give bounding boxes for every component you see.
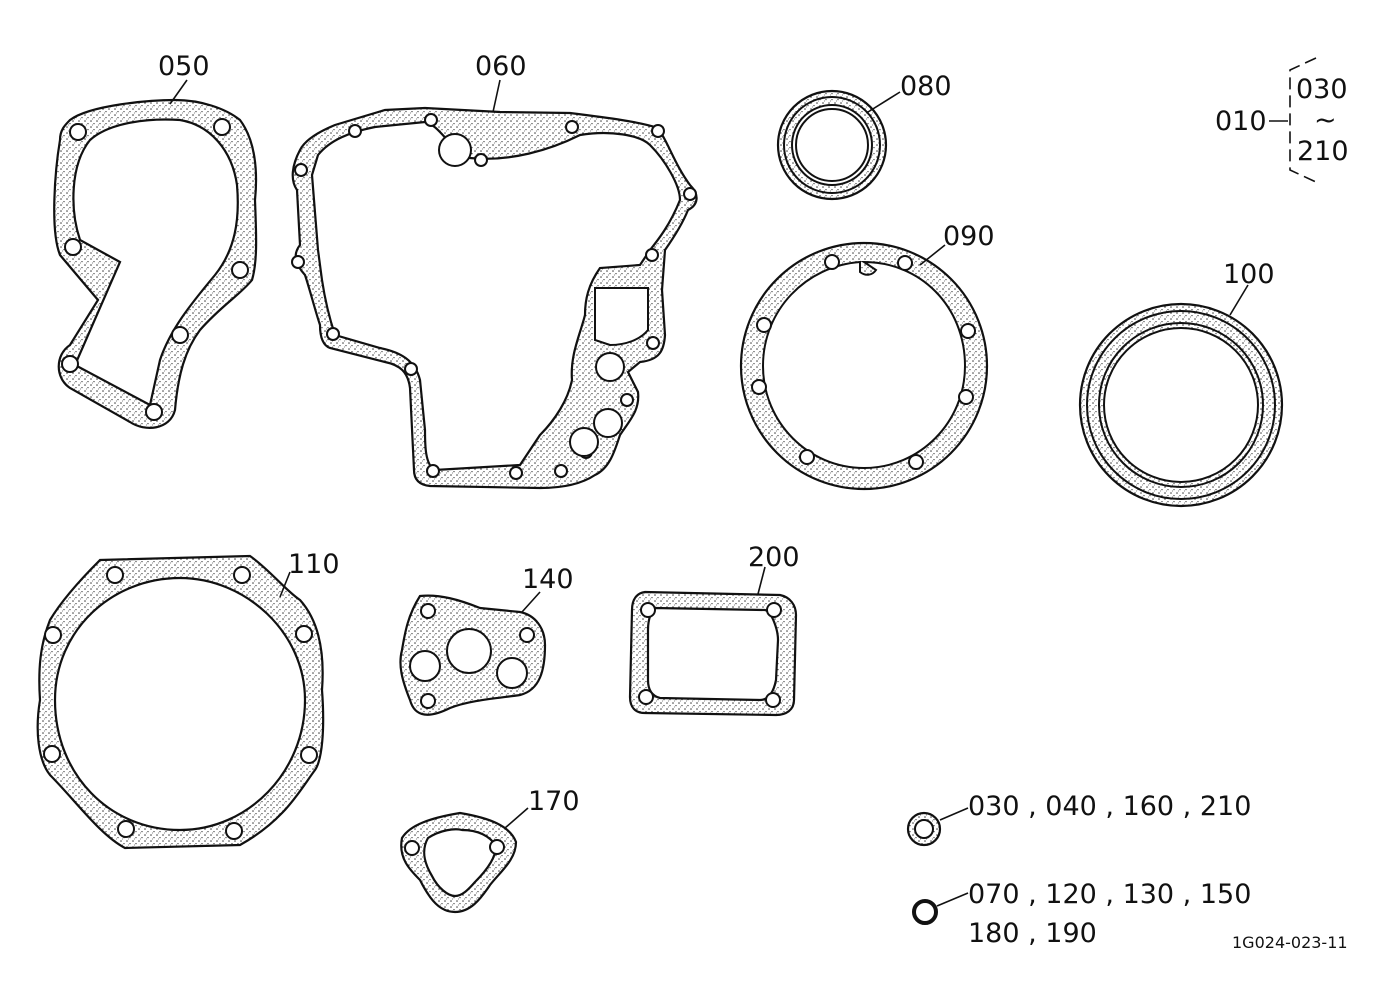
gasket-050: 050 [53,51,258,429]
gasket-140: 140 [399,564,574,716]
label-060: 060 [475,51,527,82]
label-kit-parent: 010 [1215,106,1267,137]
label-080: 080 [900,71,952,102]
label-050: 050 [158,51,210,82]
label-140: 140 [522,564,574,595]
legend-oring-parts-line2: 180 , 190 [968,918,1097,949]
label-kit-tilde: ~ [1314,105,1337,136]
gasket-060: 060 [291,51,698,490]
legend-oring-parts-line1: 070 , 120 , 130 , 150 [968,879,1251,910]
kit-bracket: 010 030 ~ 210 [1215,57,1349,183]
label-100: 100 [1223,259,1275,290]
legend-small-seal-parts: 030 , 040 , 160 , 210 [968,791,1251,822]
label-200: 200 [748,542,800,573]
label-kit-to: 210 [1297,136,1349,167]
label-170: 170 [528,786,580,817]
legend-oring: 070 , 120 , 130 , 150 180 , 190 [912,879,1251,949]
gasket-090: 090 [739,221,995,491]
gasket-200: 200 [628,542,800,717]
label-kit-from: 030 [1296,74,1348,105]
drawing-code: 1G024-023-11 [1232,933,1348,952]
gasket-110: 110 [36,549,340,850]
seal-100: 100 [1078,259,1284,508]
legend-small-seal: 030 , 040 , 160 , 210 [906,791,1251,847]
gasket-170: 170 [400,786,580,914]
label-090: 090 [943,221,995,252]
seal-080: 080 [776,71,952,201]
label-110: 110 [288,549,340,580]
